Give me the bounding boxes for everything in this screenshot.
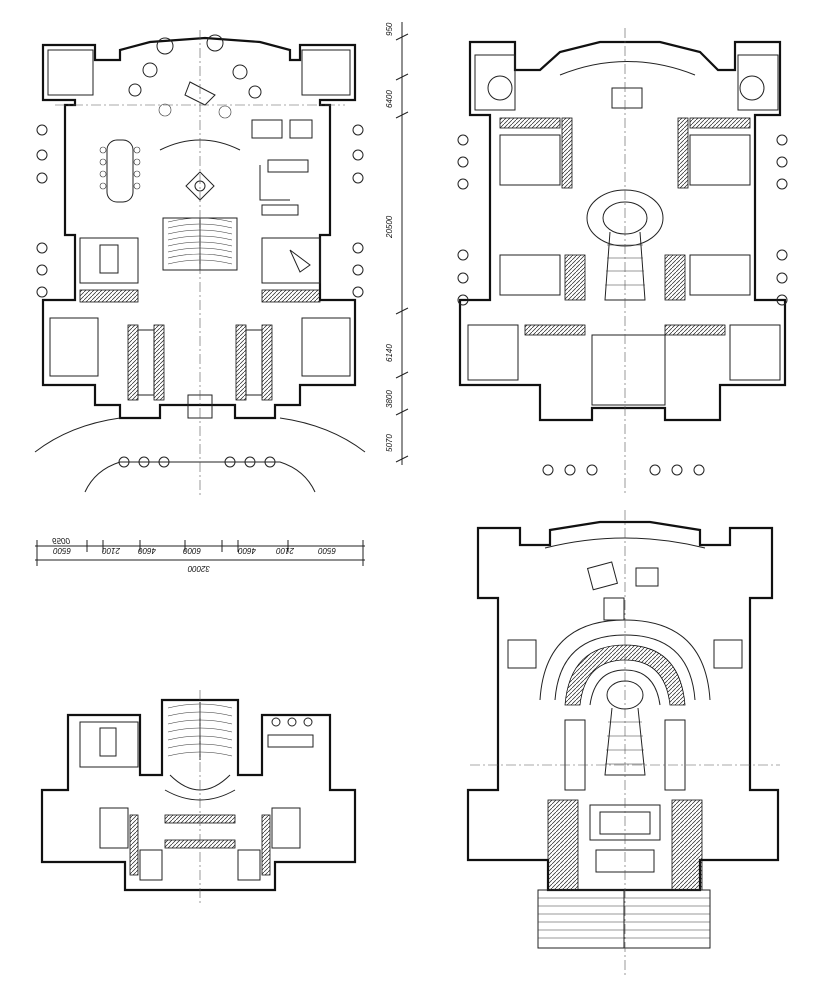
dim-h-0: 6500: [53, 546, 71, 555]
side-columns-right: [457, 134, 788, 306]
grand-staircase: [162, 217, 238, 271]
room-left-bl: [79, 721, 139, 768]
room-right: [261, 237, 321, 284]
dimension-vertical: 950 6400 20500 6140 3800 5070: [385, 22, 409, 465]
dim-v-5: 3800: [385, 390, 394, 408]
dim-h-3: 4600: [138, 546, 156, 555]
dim-v-4: 6140: [385, 344, 394, 362]
plan-bottom-right: [466, 510, 780, 975]
dim-h-4: 6000: [183, 546, 201, 555]
dim-v-6: 5070: [385, 434, 394, 452]
dim-v-3: 20500: [385, 215, 394, 239]
dim-h-2: 2100: [102, 546, 121, 555]
plan-top-left: [34, 30, 366, 495]
dining-table: [99, 139, 141, 203]
dim-h-6: 2100: [276, 546, 295, 555]
dim-h-7: 6500: [318, 546, 336, 555]
entrance-columns: [118, 456, 276, 468]
entrance-steps: [537, 889, 711, 949]
front-columns: [542, 464, 705, 476]
plan-bottom-left: [40, 690, 357, 905]
dimension-horizontal: 6500 2100 4600 6000 4600 2100 6500 6500 …: [35, 536, 365, 573]
garden-planting: [128, 34, 262, 151]
dim-h-1: 6500: [52, 536, 70, 545]
plan-top-right: [457, 28, 788, 495]
dim-v-1: 950: [385, 22, 394, 36]
side-columns: [36, 124, 364, 298]
dim-h-total: 32000: [187, 564, 210, 573]
living-furniture: [251, 119, 313, 216]
room-left: [79, 237, 139, 284]
columns-bl: [271, 717, 313, 727]
dim-h-5: 4600: [238, 546, 256, 555]
dim-v-2: 6400: [385, 90, 394, 108]
